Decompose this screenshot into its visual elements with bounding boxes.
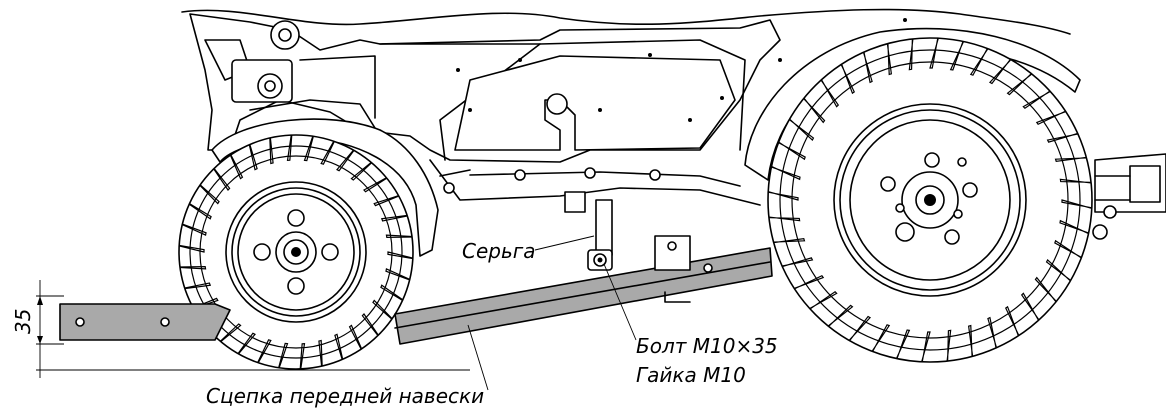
tread-block	[769, 216, 801, 222]
tread-block	[199, 184, 220, 205]
tread-block	[809, 290, 838, 310]
rivets	[456, 18, 1058, 292]
tread-block	[189, 203, 212, 220]
tread-block	[348, 324, 362, 350]
label-nut: Гайка М10	[636, 363, 746, 387]
tread-block	[1059, 178, 1091, 184]
tread-block	[794, 274, 825, 290]
rear-towbar	[1092, 153, 1166, 240]
label-hitch: Сцепка передней навески	[206, 384, 484, 408]
tread-block	[773, 237, 806, 244]
tread-block	[257, 339, 272, 363]
tread-block	[871, 324, 891, 352]
tread-block	[286, 135, 293, 162]
tread-block	[180, 265, 207, 270]
tread-block	[213, 168, 231, 191]
tread-block	[1054, 239, 1082, 259]
front-hitch-bar	[59, 235, 773, 345]
tread-block	[220, 323, 242, 342]
tread-block	[278, 342, 289, 368]
tread-block	[828, 304, 854, 327]
shackle	[587, 199, 613, 271]
label-shackle: Серьга	[462, 239, 536, 263]
tread-block	[385, 268, 410, 281]
tread-block	[1006, 73, 1032, 96]
dimension-35	[36, 280, 470, 378]
tread-block	[1046, 133, 1078, 143]
tread-block	[363, 177, 387, 193]
tread-block	[336, 150, 355, 172]
rear-wheel	[767, 37, 1093, 363]
tread-block	[303, 136, 314, 162]
tread-block	[863, 52, 873, 84]
tread-block	[946, 329, 952, 361]
tread-block	[949, 41, 964, 71]
front-wheel	[178, 134, 414, 370]
tread-block	[908, 39, 914, 71]
tread-block	[782, 257, 814, 267]
tread-block	[237, 332, 256, 354]
tread-block	[373, 195, 399, 207]
tread-block	[248, 144, 258, 171]
tread-block	[820, 79, 840, 108]
tread-block	[848, 315, 872, 341]
tread-block	[269, 138, 274, 165]
tread-block	[182, 223, 207, 236]
tread-block	[299, 342, 306, 369]
tread-block	[387, 251, 413, 260]
tread-block	[988, 59, 1012, 85]
tread-block	[1045, 258, 1071, 282]
tread-block	[350, 162, 372, 181]
tread-block	[1061, 199, 1092, 209]
tread-block	[318, 339, 323, 366]
label-bolt: Болт М10×35	[636, 334, 778, 358]
tread-block	[1054, 156, 1087, 163]
leader-lines	[467, 235, 637, 391]
tread-block	[320, 141, 335, 165]
tread-block	[1004, 305, 1020, 336]
tread-block	[230, 154, 244, 180]
tread-block	[380, 284, 403, 301]
tread-block	[184, 282, 212, 290]
tread-block	[334, 333, 344, 360]
tread-block	[896, 329, 911, 359]
tread-block	[1022, 90, 1051, 110]
tread-block	[789, 118, 815, 142]
tread-block	[1035, 110, 1066, 126]
tread-block	[987, 316, 997, 348]
tread-block	[385, 234, 412, 239]
tread-block	[921, 331, 931, 362]
tread-block	[886, 43, 893, 76]
tread-block	[179, 244, 205, 253]
tread-block	[1020, 292, 1040, 321]
tread-block	[372, 299, 393, 320]
tractor-body	[181, 8, 1071, 292]
dimension-value: 35	[11, 309, 35, 334]
tread-block	[771, 166, 801, 181]
tread-block	[380, 214, 408, 222]
tread-block	[929, 38, 939, 69]
tread-block	[778, 141, 806, 161]
tread-block	[969, 48, 989, 76]
tread-block	[803, 98, 826, 124]
tread-block	[1034, 276, 1057, 302]
tread-block	[967, 324, 974, 357]
tread-block	[768, 191, 799, 201]
tread-block	[1059, 219, 1089, 234]
tread-block	[840, 64, 856, 95]
tread-block	[361, 313, 379, 336]
